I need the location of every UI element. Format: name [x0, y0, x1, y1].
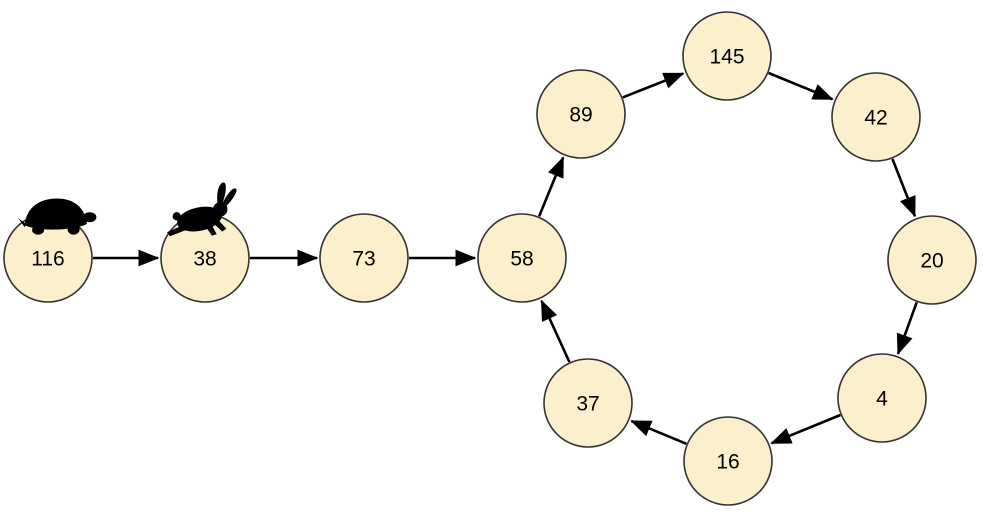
- node-value: 42: [864, 106, 887, 129]
- node-circle: [683, 416, 773, 506]
- node-circle: [837, 353, 927, 443]
- node-circle: [536, 69, 626, 159]
- tortoise-shell: [24, 198, 88, 230]
- list-node-42: 42: [831, 72, 921, 162]
- list-node-73: 73: [319, 213, 409, 303]
- edge-arrow-42-to-20: [891, 158, 917, 218]
- edge-arrow-37-to-58: [540, 299, 571, 363]
- tortoise-tail: [18, 217, 27, 228]
- node-circle: [887, 215, 977, 305]
- hare-front-leg-2: [211, 217, 227, 232]
- hare-icon: [167, 182, 237, 237]
- node-value: 38: [193, 247, 216, 270]
- nodes-layer: 116 38 73 58 89 145 42 20 4 16 37: [3, 11, 977, 506]
- edge-arrow-145-to-42: [768, 71, 834, 101]
- node-value: 58: [510, 247, 533, 270]
- hare-tail: [172, 212, 181, 221]
- node-value: 145: [709, 45, 744, 68]
- hare-front-leg: [204, 220, 217, 236]
- list-node-16: 16: [683, 416, 773, 506]
- edge-arrow-20-to-4: [896, 301, 918, 356]
- tortoise-icon: [18, 198, 97, 235]
- node-value: 37: [576, 392, 599, 415]
- node-value: 16: [716, 450, 739, 473]
- node-circle: [477, 213, 567, 303]
- edge-arrow-4-to-16: [770, 413, 841, 445]
- list-node-37: 37: [543, 358, 633, 448]
- tortoise-back-leg: [32, 225, 45, 235]
- node-value: 116: [31, 247, 64, 270]
- hare-hind-leg: [167, 224, 188, 237]
- hare-ear-right: [222, 188, 237, 207]
- tortoise-head: [82, 212, 97, 223]
- node-circle: [831, 72, 921, 162]
- node-circle: [682, 11, 772, 101]
- edge-arrow-89-to-145: [622, 72, 685, 99]
- list-node-20: 20: [887, 215, 977, 305]
- list-node-145: 145: [682, 11, 772, 101]
- list-node-4: 4: [837, 353, 927, 443]
- node-value: 73: [352, 247, 375, 270]
- node-value: 20: [920, 249, 943, 272]
- node-circle: [319, 213, 409, 303]
- edge-arrow-16-to-37: [630, 419, 687, 446]
- list-node-89: 89: [536, 69, 626, 159]
- node-value: 89: [569, 103, 592, 126]
- tortoise-front-leg: [67, 223, 80, 235]
- edge-arrow-58-to-89: [537, 156, 565, 217]
- node-circle: [543, 358, 633, 448]
- list-node-58: 58: [477, 213, 567, 303]
- edges-layer: [93, 71, 918, 446]
- node-value: 4: [876, 387, 888, 410]
- hare-ear-left: [217, 182, 226, 204]
